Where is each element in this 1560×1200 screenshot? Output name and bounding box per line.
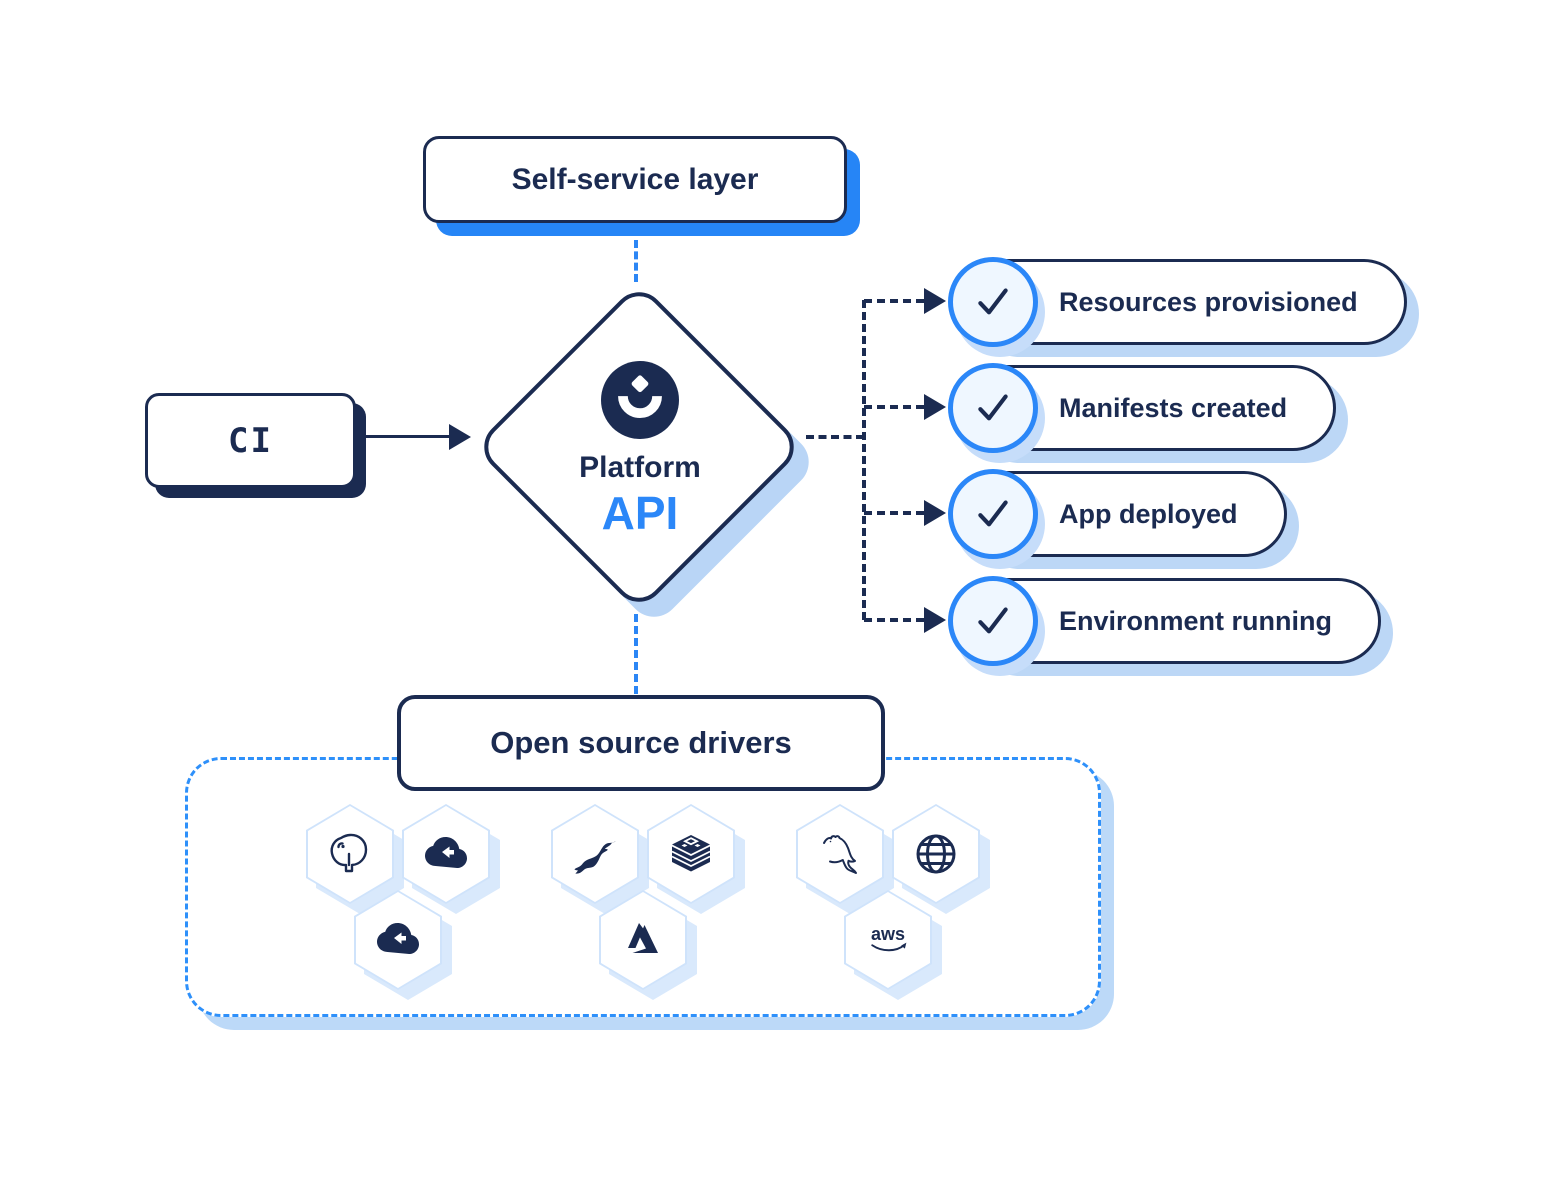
azure-icon: [599, 890, 687, 990]
driver-hex: aws: [844, 890, 942, 1000]
dashed-branch-4: [864, 618, 924, 622]
driver-hex: [796, 804, 894, 914]
arrowhead-branch-4: [924, 607, 946, 633]
mariadb-icon: [551, 804, 639, 904]
arrow-ci-to-platform: [358, 435, 450, 438]
checkmark-circle: [948, 257, 1038, 347]
connector-platform-to-drivers: [634, 614, 638, 694]
checkmark-icon: [978, 500, 1008, 527]
humanitec-logo-icon: [601, 360, 679, 439]
dashed-branch-3: [864, 511, 924, 515]
cloud-icon: [354, 890, 442, 990]
ci-label: CI: [228, 420, 273, 461]
globe-icon: [892, 804, 980, 904]
cloud-icon: [402, 804, 490, 904]
checkmark-circle: [948, 363, 1038, 453]
open-source-drivers-node: Open source drivers: [397, 695, 885, 791]
driver-hex: [354, 890, 452, 1000]
open-source-drivers-label: Open source drivers: [490, 725, 792, 760]
connector-selfservice-to-platform: [634, 240, 638, 282]
driver-hex: [551, 804, 649, 914]
svg-text:aws: aws: [871, 924, 905, 944]
dashed-feed-line: [806, 435, 864, 439]
driver-hex: [402, 804, 500, 914]
outcome-label: Environment running: [1059, 605, 1332, 636]
checkmark-icon: [978, 607, 1008, 634]
checkmark-circle: [948, 469, 1038, 559]
driver-hex: [599, 890, 697, 1000]
dashed-trunk-line: [862, 300, 866, 620]
aws-icon: aws: [844, 890, 932, 990]
arrowhead-ci-to-platform: [449, 424, 471, 450]
driver-hex: [306, 804, 404, 914]
arrowhead-branch-1: [924, 288, 946, 314]
mysql-icon: [796, 804, 884, 904]
outcome-label: Manifests created: [1059, 392, 1288, 423]
platform-label: Platform: [579, 450, 701, 484]
stack-cube-icon: [647, 804, 735, 904]
dashed-branch-1: [864, 299, 924, 303]
checkmark-icon: [978, 394, 1008, 421]
arrowhead-branch-3: [924, 500, 946, 526]
postgresql-icon: [306, 804, 394, 904]
outcome-label: App deployed: [1059, 498, 1238, 529]
checkmark-icon: [978, 288, 1008, 315]
ci-node: CI: [145, 393, 356, 488]
driver-hex: [892, 804, 990, 914]
arrowhead-branch-2: [924, 394, 946, 420]
driver-group-databases-2: [551, 804, 745, 1000]
outcome-label: Resources provisioned: [1059, 286, 1358, 317]
dashed-branch-2: [864, 405, 924, 409]
driver-group-databases-3: aws: [796, 804, 990, 1000]
platform-node: Platform API: [538, 344, 742, 554]
api-label: API: [601, 486, 679, 539]
self-service-layer-label: Self-service layer: [511, 162, 759, 196]
driver-hex: [647, 804, 745, 914]
self-service-layer-node: Self-service layer: [423, 136, 847, 223]
driver-group-databases-1: [306, 804, 500, 1000]
checkmark-circle: [948, 576, 1038, 666]
